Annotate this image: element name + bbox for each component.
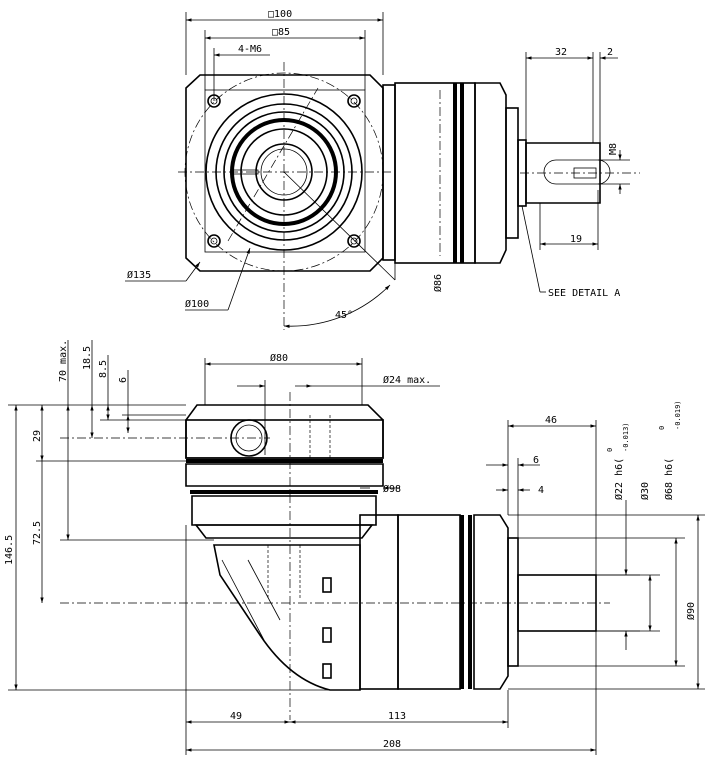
- svg-text:0: 0: [606, 448, 614, 452]
- svg-text:Ø22 h6(: Ø22 h6(: [613, 458, 625, 500]
- dim-29: 29: [32, 430, 43, 442]
- top-view: □100 □85 4-M6 32 2 M8 19 SEE DETAIL A Ø1…: [125, 9, 640, 330]
- svg-text:-0.013): -0.013): [622, 422, 630, 452]
- dim-208: 208: [383, 739, 401, 750]
- dim-90: 90: [686, 602, 697, 614]
- dim-4: 4: [538, 485, 544, 496]
- dim-68: 68 h6(: [664, 458, 675, 494]
- detail-note: SEE DETAIL A: [548, 288, 620, 299]
- svg-text:Ø68 h6(: Ø68 h6(: [663, 458, 675, 500]
- dim-thread: 4-M6: [238, 44, 262, 55]
- dim-49: 49: [230, 711, 242, 722]
- dim-angle: 45°: [335, 310, 353, 321]
- dim-68-tol-up: 0: [658, 426, 666, 430]
- dim-bolt-circle: 135: [133, 270, 151, 281]
- dim-68-tol-lo: -0.019: [674, 405, 682, 430]
- dim-shaft-len: 32: [555, 47, 567, 58]
- svg-text:0: 0: [658, 426, 666, 430]
- side-view: 146.5 29 72.5 70 max. 18.5 8.5 6 Ø80 Ø24…: [4, 340, 705, 755]
- gear-housing: [213, 544, 361, 691]
- dim-housing: 86: [433, 274, 444, 286]
- dim-22: 22 h6(: [614, 458, 625, 494]
- dim-22-tol-lo: -0.013: [622, 427, 630, 452]
- dim-square-inner: 85: [278, 27, 290, 38]
- dim-key-len: 19: [570, 234, 582, 245]
- dim-6a: 6: [118, 377, 129, 383]
- svg-text:□100: □100: [268, 9, 292, 20]
- svg-text:Ø100: Ø100: [185, 298, 209, 310]
- dim-shaft-offset: 2: [607, 47, 613, 58]
- dim-98: 98: [389, 484, 401, 495]
- dim-72-5: 72.5: [32, 521, 43, 545]
- dim-70max: 70 max.: [58, 340, 69, 382]
- dim-146-5: 146.5: [4, 535, 15, 565]
- svg-text:Ø135: Ø135: [127, 269, 151, 281]
- svg-text:-0.019): -0.019): [674, 400, 682, 430]
- svg-text:Ø80: Ø80: [270, 352, 288, 364]
- dim-8-5: 8.5: [98, 360, 109, 378]
- svg-text:□85: □85: [272, 27, 290, 38]
- dim-bore-pilot: 80: [276, 353, 288, 364]
- dim-22-tol-up: 0: [606, 448, 614, 452]
- dim-113: 113: [388, 711, 406, 722]
- dim-thread-m: M8: [608, 143, 619, 155]
- motor-body-top: [382, 82, 640, 264]
- svg-text:Ø90: Ø90: [685, 602, 697, 620]
- dim-18-5: 18.5: [82, 346, 93, 370]
- flange-block: [185, 404, 384, 459]
- dim-46: 46: [545, 415, 557, 426]
- svg-text:Ø30: Ø30: [639, 482, 651, 500]
- svg-text:Ø98: Ø98: [383, 483, 401, 495]
- square-flange: [185, 74, 384, 272]
- dim-pilot: 100: [191, 299, 209, 310]
- svg-text:Ø86: Ø86: [432, 274, 444, 292]
- dim-square-outer: 100: [274, 9, 292, 20]
- dim-30: 30: [640, 482, 651, 494]
- dim-bore-max: 24 max.: [389, 375, 431, 386]
- svg-text:Ø24 max.: Ø24 max.: [383, 374, 431, 386]
- dim-6b: 6: [533, 455, 539, 466]
